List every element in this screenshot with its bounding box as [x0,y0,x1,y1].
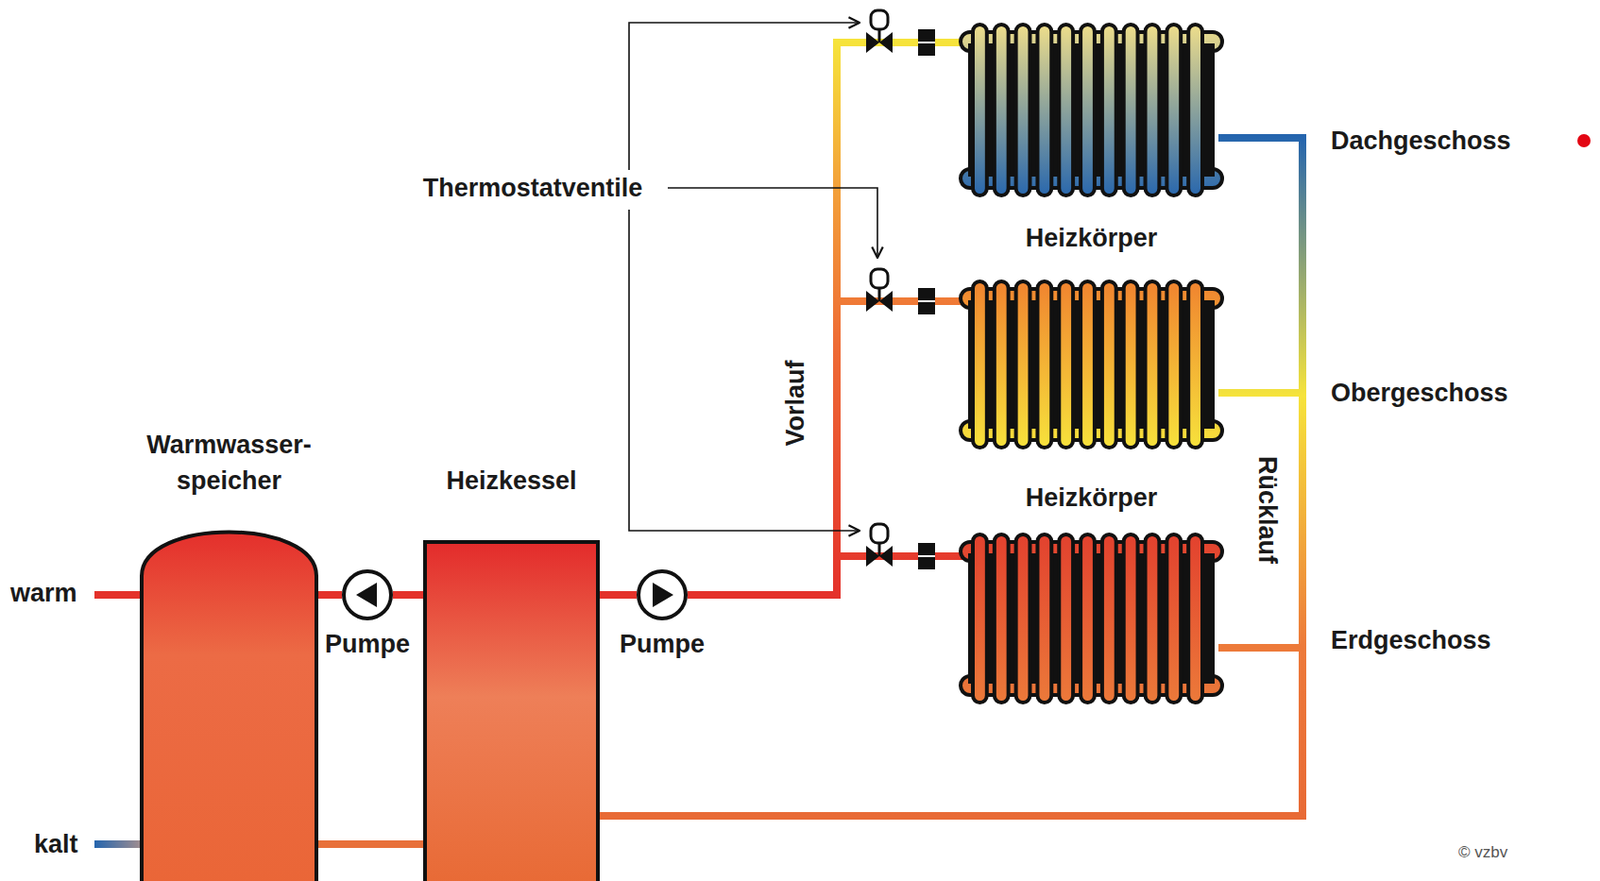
pipe-label: warm [10,578,78,609]
boiler-box: Heizkessel [423,540,600,881]
pipe [599,591,637,599]
pipe-label: Vorlauf [780,359,811,446]
leader-line [629,209,860,531]
pipe [318,591,342,599]
pump-circle: Pumpe [341,569,393,621]
radiator: Heizkörper [958,530,1225,707]
leader-line [629,22,860,171]
pipe-label: Erdgeschoss [1330,625,1492,656]
pipe [687,301,963,596]
hot-water-tank-shape [139,530,319,881]
warm-pipe [94,591,142,599]
return-pipe [1218,137,1303,397]
supply-pipe [836,42,964,305]
pump-circle-shape [636,569,688,621]
radiator-shape [958,277,1225,452]
pipe-label: Obergeschoss [1330,377,1509,409]
boiler-box-shape [423,540,600,881]
thermostat-valve [866,10,936,56]
radiator-shape [958,530,1225,707]
node-heading: Heizkessel [445,462,577,499]
pump-circle-shape [341,569,393,621]
callout-label: Thermostatventile [423,172,644,204]
pump-circle: Pumpe [636,569,688,621]
node-heading: Warmwasser- speicher [125,426,334,499]
pipe [392,591,424,599]
thermostat-valve [866,269,936,315]
pipe-label: kalt [34,829,79,860]
radiator [960,24,1223,196]
thermostat-valve [866,524,936,570]
node-heading: Heizkörper [1025,220,1158,256]
pipe-label: Rücklauf [1252,456,1283,564]
node-heading: Pumpe [324,626,410,663]
hot-water-tank: Warmwasser- speicher [139,530,319,881]
pipe-label: Dachgeschoss [1330,125,1512,156]
copyright-note: © vzbv [1458,837,1508,869]
leader-line [667,187,878,258]
radiator: Heizkörper [958,277,1225,452]
pipe [599,392,1303,817]
pipe [318,840,424,849]
node-heading: Pumpe [619,626,705,663]
node-heading: Heizkörper [1025,479,1158,516]
marker-dot [1577,134,1591,148]
